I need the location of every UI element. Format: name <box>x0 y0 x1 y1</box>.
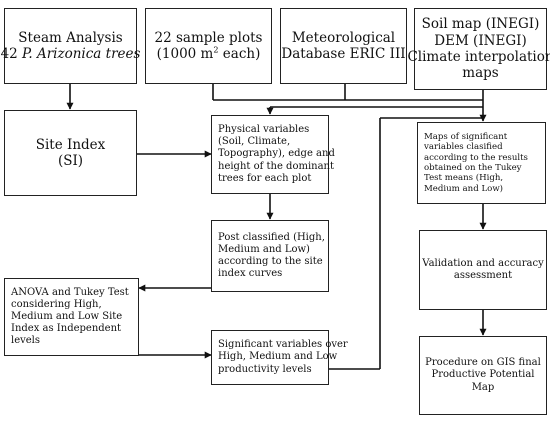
maps-significant-line-2: variables clasified <box>424 142 503 153</box>
sample-plots-area: (1000 m2 each) <box>156 44 261 62</box>
physical-variables-line-3: Topography), edge and <box>218 148 335 160</box>
meteorological-title: Meteorological <box>291 29 396 46</box>
physical-variables-line-5: trees for each plot <box>218 172 312 184</box>
sample-plots-area-exponent: 2 <box>213 44 219 55</box>
node-soil-map: Soil map (INEGI) DEM (INEGI) Climate int… <box>407 8 550 90</box>
soil-map-line-3: Climate interpolation <box>407 49 550 65</box>
steam-analysis-species: P. Arizonica trees <box>22 46 141 62</box>
procedure-gis-line-3: Map <box>471 381 495 393</box>
procedure-gis-line-1: Procedure on GIS final <box>425 357 541 369</box>
node-site-index: Site Index (SI) <box>4 110 137 196</box>
procedure-gis-line-2: Productive Potential <box>431 369 535 381</box>
physical-variables-line-2: (Soil, Climate, <box>218 136 291 148</box>
steam-analysis-count: 42 <box>0 46 23 62</box>
soil-map-line-2: DEM (INEGI) <box>434 32 527 49</box>
maps-significant-line-5: Test means (High, <box>424 173 504 184</box>
node-validation: Validation and accuracy assessment <box>419 230 547 310</box>
meteorological-subtitle: Database ERIC III <box>281 46 406 62</box>
site-index-title: Site Index <box>35 136 106 153</box>
maps-significant-line-1: Maps of significant <box>424 131 508 142</box>
anova-line-2: considering High, <box>11 298 102 310</box>
node-post-classified: Post classified (High, Medium and Low) a… <box>211 220 329 292</box>
anova-line-3: Medium and Low Site <box>11 310 123 322</box>
node-physical-variables: Physical variables (Soil, Climate, Topog… <box>211 115 335 194</box>
site-index-abbreviation: (SI) <box>57 153 84 169</box>
validation-line-1: Validation and accuracy <box>422 257 544 269</box>
post-classified-line-1: Post classified (High, <box>218 231 325 243</box>
node-procedure-gis: Procedure on GIS final Productive Potent… <box>419 336 547 415</box>
validation-line-2: assessment <box>453 270 513 281</box>
post-classified-line-4: index curves <box>218 268 283 280</box>
post-classified-line-3: according to the site <box>218 256 323 267</box>
maps-significant-line-4: obtained on the Tukey <box>424 163 522 173</box>
physical-variables-line-4: height of the dominant <box>218 160 335 172</box>
soil-map-line-1: Soil map (INEGI) <box>421 16 540 33</box>
sample-plots-title: 22 sample plots <box>154 29 263 46</box>
steam-analysis-title: Steam Analysis <box>18 29 123 46</box>
soil-map-line-4: maps <box>462 65 499 82</box>
anova-line-5: levels <box>11 335 41 347</box>
maps-significant-line-6: Medium and Low) <box>424 183 504 194</box>
significant-variables-line-3: productivity levels <box>218 363 312 375</box>
node-meteorological: Meteorological Database ERIC III <box>280 8 407 84</box>
anova-line-1: ANOVA and Tukey Test <box>11 286 129 298</box>
node-steam-analysis: Steam Analysis 42 P. Arizonica trees <box>1 8 140 84</box>
anova-line-4: Index as Independent <box>11 323 122 335</box>
sample-plots-area-suffix: each) <box>218 46 261 62</box>
node-sample-plots: 22 sample plots (1000 m2 each) <box>145 8 272 84</box>
post-classified-line-2: Medium and Low) <box>218 243 310 255</box>
node-significant-variables: Significant variables over High, Medium … <box>211 330 348 385</box>
physical-variables-line-1: Physical variables <box>218 124 310 136</box>
significant-variables-line-2: High, Medium and Low <box>218 351 338 363</box>
steam-analysis-subtitle: 42 P. Arizonica trees <box>1 46 141 62</box>
sample-plots-area-prefix: (1000 m <box>156 46 214 62</box>
node-anova: ANOVA and Tukey Test considering High, M… <box>4 278 139 356</box>
maps-significant-line-3: according to the results <box>424 152 528 163</box>
significant-variables-line-1: Significant variables over <box>218 339 348 351</box>
node-maps-significant: Maps of significant variables clasified … <box>417 122 546 204</box>
